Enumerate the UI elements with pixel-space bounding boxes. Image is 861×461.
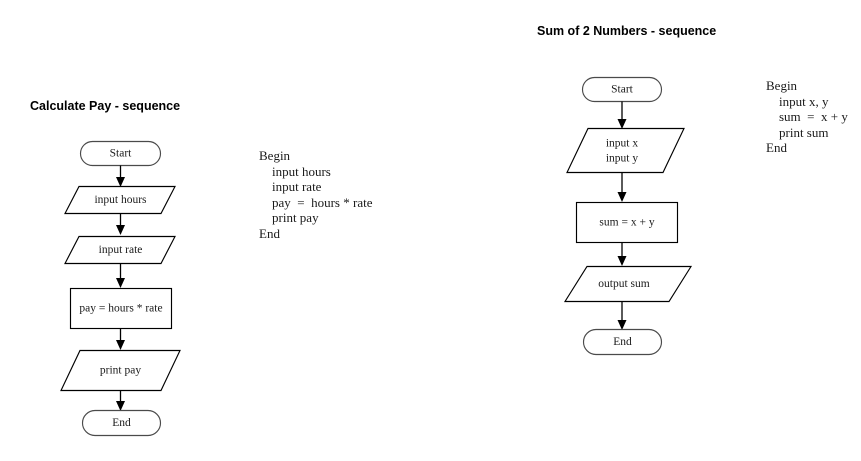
pseudocode-calculate-pay: Begin input hours input rate pay = hours… [259, 148, 373, 241]
node-end-label: End [112, 417, 131, 429]
node-process-pay-label: pay = hours * rate [79, 303, 162, 315]
node-print-pay[interactable]: print pay [60, 349, 181, 392]
node-end[interactable]: End [81, 409, 162, 437]
node-start[interactable]: Start [581, 76, 663, 103]
node-process-pay[interactable]: pay = hours * rate [69, 287, 173, 330]
node-start-label: Start [110, 148, 133, 160]
node-input-rate[interactable]: input rate [64, 235, 176, 265]
node-input-rate-label: input rate [99, 244, 143, 256]
node-end[interactable]: End [582, 328, 663, 356]
node-output-sum-label: output sum [598, 278, 649, 290]
node-process-sum[interactable]: sum = x + y [575, 201, 679, 244]
node-end-label: End [613, 336, 632, 348]
connector-output-sum-to-end [617, 301, 627, 330]
connector-start-to-input-hours [116, 165, 125, 187]
node-input-y-label: input y [606, 153, 639, 165]
node-input-hours[interactable]: input hours [64, 185, 176, 215]
node-input-xy[interactable]: input x input y [566, 127, 685, 174]
node-start-label: Start [611, 84, 634, 96]
node-input-x-label: input x [606, 138, 639, 150]
diagram-title-calculate-pay: Calculate Pay - sequence [30, 99, 181, 113]
node-process-sum-label: sum = x + y [599, 217, 654, 229]
node-print-pay-label: print pay [100, 365, 141, 377]
connector-process-to-output-sum [617, 242, 627, 266]
connector-input-hours-to-input-rate [116, 213, 125, 235]
node-output-sum[interactable]: output sum [563, 265, 693, 303]
connector-process-to-print-pay [116, 328, 125, 350]
node-input-hours-label: input hours [94, 194, 147, 206]
pseudocode-sum-of-2-numbers: Begin input x, y sum = x + y print sum E… [766, 78, 848, 155]
connector-print-pay-to-end [116, 390, 125, 411]
connector-input-xy-to-process [617, 172, 627, 202]
connector-input-rate-to-process [116, 263, 125, 288]
connector-start-to-input-xy [617, 101, 627, 129]
diagram-title-sum-of-2-numbers: Sum of 2 Numbers - sequence [537, 24, 717, 38]
